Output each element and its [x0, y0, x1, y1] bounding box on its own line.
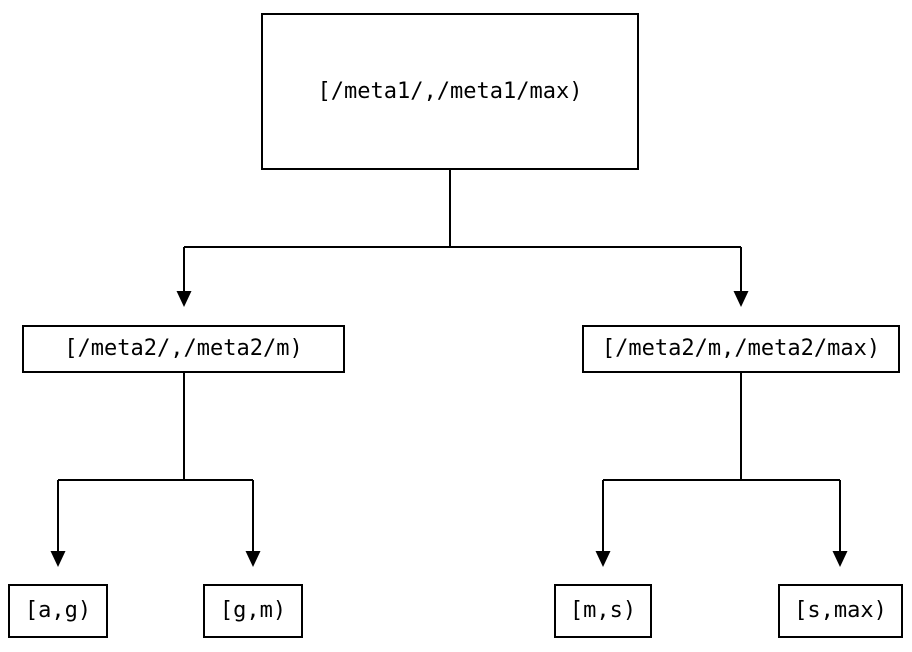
tree-node-meta2-high-label: [/meta2/m,/meta2/max) [601, 336, 881, 361]
tree-leaf-ms: [m,s) [554, 584, 652, 638]
tree-leaf-smax-label: [s,max) [794, 598, 887, 623]
edge-left-node-to-leaves [50, 373, 261, 567]
edge-root-to-children [176, 170, 749, 307]
tree-node-meta2-high: [/meta2/m,/meta2/max) [582, 325, 900, 373]
tree-node-meta2-low-label: [/meta2/,/meta2/m) [64, 336, 303, 361]
tree-node-meta2-low: [/meta2/,/meta2/m) [22, 325, 345, 373]
tree-leaf-smax: [s,max) [778, 584, 903, 638]
arrowhead-down-icon [50, 551, 66, 567]
tree-leaf-gm-label: [g,m) [219, 598, 287, 623]
arrowhead-down-icon [245, 551, 261, 567]
tree-node-root-label: [/meta1/,/meta1/max) [317, 78, 583, 104]
tree-leaf-ag: [a,g) [8, 584, 108, 638]
tree-node-root: [/meta1/,/meta1/max) [261, 13, 639, 170]
arrowhead-down-icon [176, 291, 192, 307]
arrowhead-down-icon [595, 551, 611, 567]
arrowhead-down-icon [733, 291, 749, 307]
edge-right-node-to-leaves [595, 373, 848, 567]
arrowhead-down-icon [832, 551, 848, 567]
tree-leaf-ag-label: [a,g) [24, 598, 92, 623]
tree-leaf-ms-label: [m,s) [569, 598, 637, 623]
tree-leaf-gm: [g,m) [203, 584, 303, 638]
